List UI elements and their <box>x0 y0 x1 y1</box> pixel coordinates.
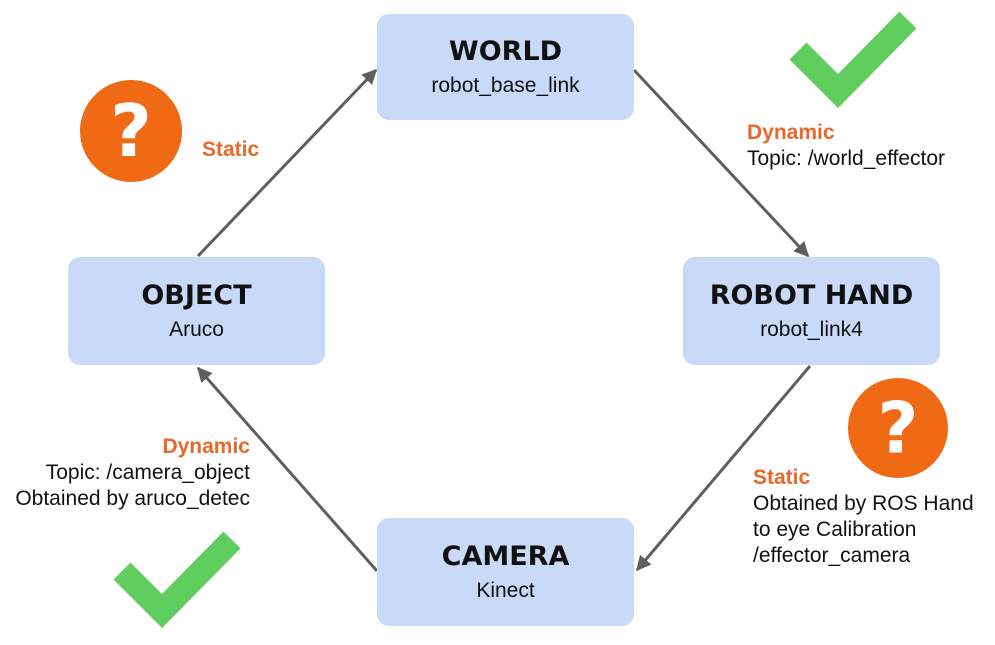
arrow-object-to-world <box>196 68 378 258</box>
node-camera-subtitle: Kinect <box>476 578 535 602</box>
question-glyph: ? <box>110 89 152 173</box>
arrow-camera-to-object <box>196 366 379 572</box>
edge-label-camera-object: Dynamic Topic: /camera_object Obtained b… <box>15 434 250 512</box>
node-camera-title: CAMERA <box>441 540 570 572</box>
edge-label-hand-camera: Static Obtained by ROS Hand to eye Calib… <box>753 465 974 569</box>
node-object: OBJECT Aruco <box>68 257 325 365</box>
edge-label-world-hand: Dynamic Topic: /world_effector <box>747 120 945 172</box>
checkmark-icon <box>113 531 241 628</box>
node-world-title: WORLD <box>448 35 563 67</box>
question-icon: ? <box>848 378 948 478</box>
edge-kind-object-world: Static <box>202 138 260 161</box>
edge-line-camera-object-0: Topic: /camera_object <box>45 461 250 484</box>
checkmark-icon <box>789 11 917 108</box>
node-world: WORLD robot_base_link <box>377 14 634 120</box>
edge-line-camera-object-1: Obtained by aruco_detec <box>15 487 250 510</box>
edge-kind-world-hand: Dynamic <box>747 121 835 144</box>
edge-label-object-world: Static <box>202 137 259 163</box>
arrow-hand-to-camera <box>635 365 812 572</box>
node-robot-hand-title: ROBOT HAND <box>709 279 914 311</box>
node-object-subtitle: Aruco <box>169 317 224 341</box>
node-object-title: OBJECT <box>141 279 252 311</box>
arrow-world-to-hand <box>632 68 810 258</box>
question-icon: ? <box>80 80 182 182</box>
node-world-subtitle: robot_base_link <box>431 73 580 97</box>
edge-line-hand-camera-1: to eye Calibration <box>753 518 917 541</box>
node-robot-hand: ROBOT HAND robot_link4 <box>683 257 940 365</box>
edge-line-hand-camera-2: /effector_camera <box>753 544 911 567</box>
edge-kind-camera-object: Dynamic <box>162 435 250 458</box>
edge-line-world-hand-0: Topic: /world_effector <box>747 147 946 170</box>
question-glyph: ? <box>878 387 919 470</box>
edge-kind-hand-camera: Static <box>753 466 811 489</box>
node-robot-hand-subtitle: robot_link4 <box>760 317 863 341</box>
edge-line-hand-camera-0: Obtained by ROS Hand <box>753 492 974 515</box>
node-camera: CAMERA Kinect <box>377 518 634 626</box>
